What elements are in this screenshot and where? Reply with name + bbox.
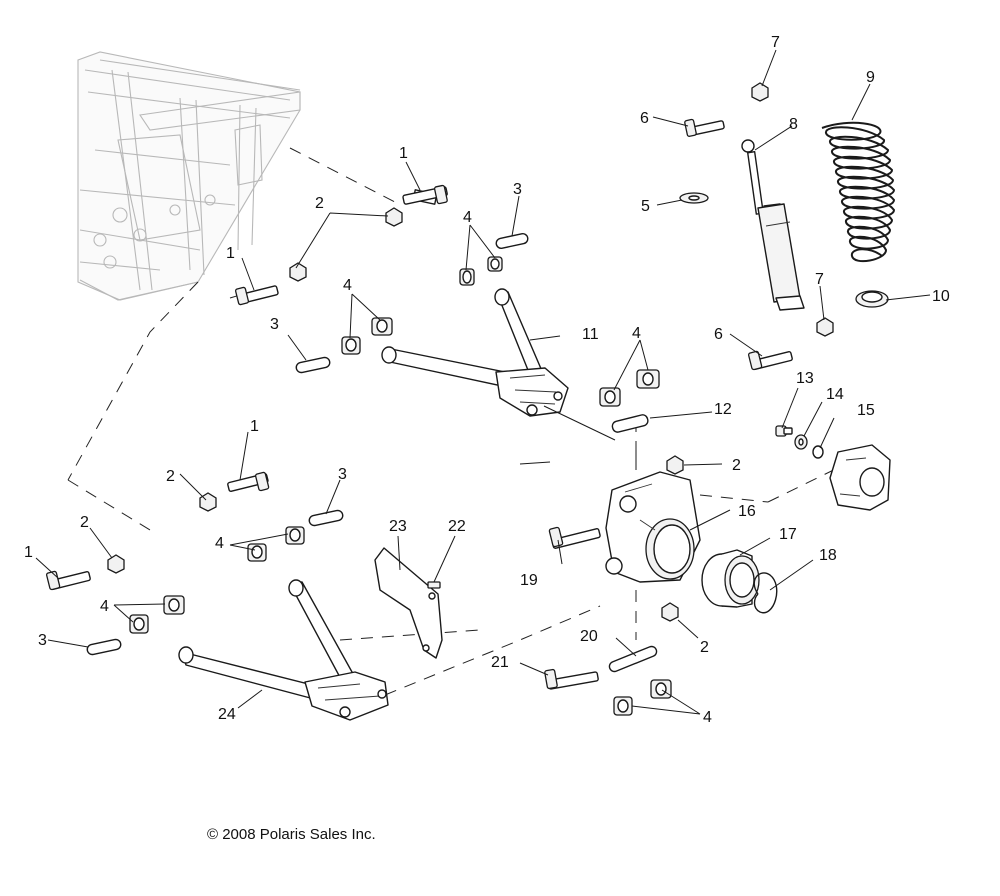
upper-a-arm-11 [381,288,569,417]
callout-7: 7 [815,271,824,288]
callout-11: 11 [582,326,599,343]
callout-18: 18 [819,547,837,564]
bolt-1-mid [234,285,279,306]
bolt-1-lower [227,471,270,492]
bolt-21 [544,668,599,690]
bushing-4-set-right [599,369,660,407]
sleeve-3-upper [495,233,529,249]
sleeve-3-mid [295,356,331,374]
bolt-1-upper [402,184,448,205]
caliper-15 [829,444,891,511]
bushing-4-set-mid [341,317,393,355]
callout-3: 3 [270,316,279,333]
callout-3: 3 [338,466,347,483]
callout-2: 2 [315,195,324,212]
callout-20: 20 [580,628,598,645]
callout-2: 2 [166,468,175,485]
retainer-5 [679,192,709,204]
snap-ring-18 [753,572,778,614]
callout-1: 1 [226,245,235,262]
nut-2-a [385,207,403,227]
bushing-4-set-upper [459,256,503,286]
callout-3: 3 [513,181,522,198]
lower-a-arm-24 [178,579,389,721]
callout-22: 22 [448,518,466,535]
callout-6: 6 [714,326,723,343]
copyright-notice: © 2008 Polaris Sales Inc. [207,826,376,843]
washer-15 [812,445,824,459]
spring-seat-10 [855,290,889,308]
callout-8: 8 [789,116,798,133]
bushing-4-set-lower [247,526,305,562]
callout-13: 13 [796,370,814,387]
callout-4: 4 [463,209,472,226]
callout-2: 2 [80,514,89,531]
callout-5: 5 [641,198,650,215]
callout-4: 4 [703,709,712,726]
callout-10: 10 [932,288,950,305]
sleeve-20 [608,645,658,673]
bearing-17 [701,549,760,608]
callout-4: 4 [215,535,224,552]
callout-4: 4 [100,598,109,615]
leader-lines [35,49,931,715]
nut-7-top [751,82,769,102]
callout-2: 2 [700,639,709,656]
bushing-4-set-bottom [613,679,672,716]
callout-7: 7 [771,34,780,51]
callout-6: 6 [640,110,649,127]
callout-15: 15 [857,402,875,419]
callout-12: 12 [714,401,732,418]
callout-4: 4 [343,277,352,294]
callout-2: 2 [732,457,741,474]
callout-24: 24 [218,706,236,723]
callout-21: 21 [491,654,509,671]
knuckle-16 [605,471,701,583]
frame-section [77,51,301,301]
callout-1: 1 [399,145,408,162]
callout-4: 4 [632,325,641,342]
sleeve-3-lower [308,509,344,527]
bolt-13 [775,425,793,437]
washer-14 [794,434,808,450]
sleeve-12 [611,414,649,433]
nut-2-b [289,262,307,282]
bolt-6-top [684,118,725,137]
spring-9 [821,121,895,263]
callout-labels: 1 2 1 4 3 3 4 11 4 6 12 13 14 15 2 16 17… [24,34,950,726]
bolt-6-mid [747,350,793,371]
bushing-4-set-left [129,595,185,634]
callout-17: 17 [779,526,797,543]
callout-23: 23 [389,518,407,535]
sleeve-3-left [86,638,122,656]
callout-14: 14 [826,386,844,403]
callout-16: 16 [738,503,756,520]
callout-9: 9 [866,69,875,86]
callout-1: 1 [250,418,259,435]
callout-3: 3 [38,632,47,649]
nut-2-e [666,455,684,475]
nut-2-d [107,554,125,574]
callout-19: 19 [520,572,538,589]
nut-2-f [661,602,679,622]
bolt-19 [548,526,601,549]
nut-7-mid [816,317,834,337]
skid-plate-23 [374,547,443,659]
shock-absorber-8 [741,139,805,311]
dashed-alignment-lines [67,147,851,696]
callout-1: 1 [24,544,33,561]
screw-22 [427,581,441,589]
